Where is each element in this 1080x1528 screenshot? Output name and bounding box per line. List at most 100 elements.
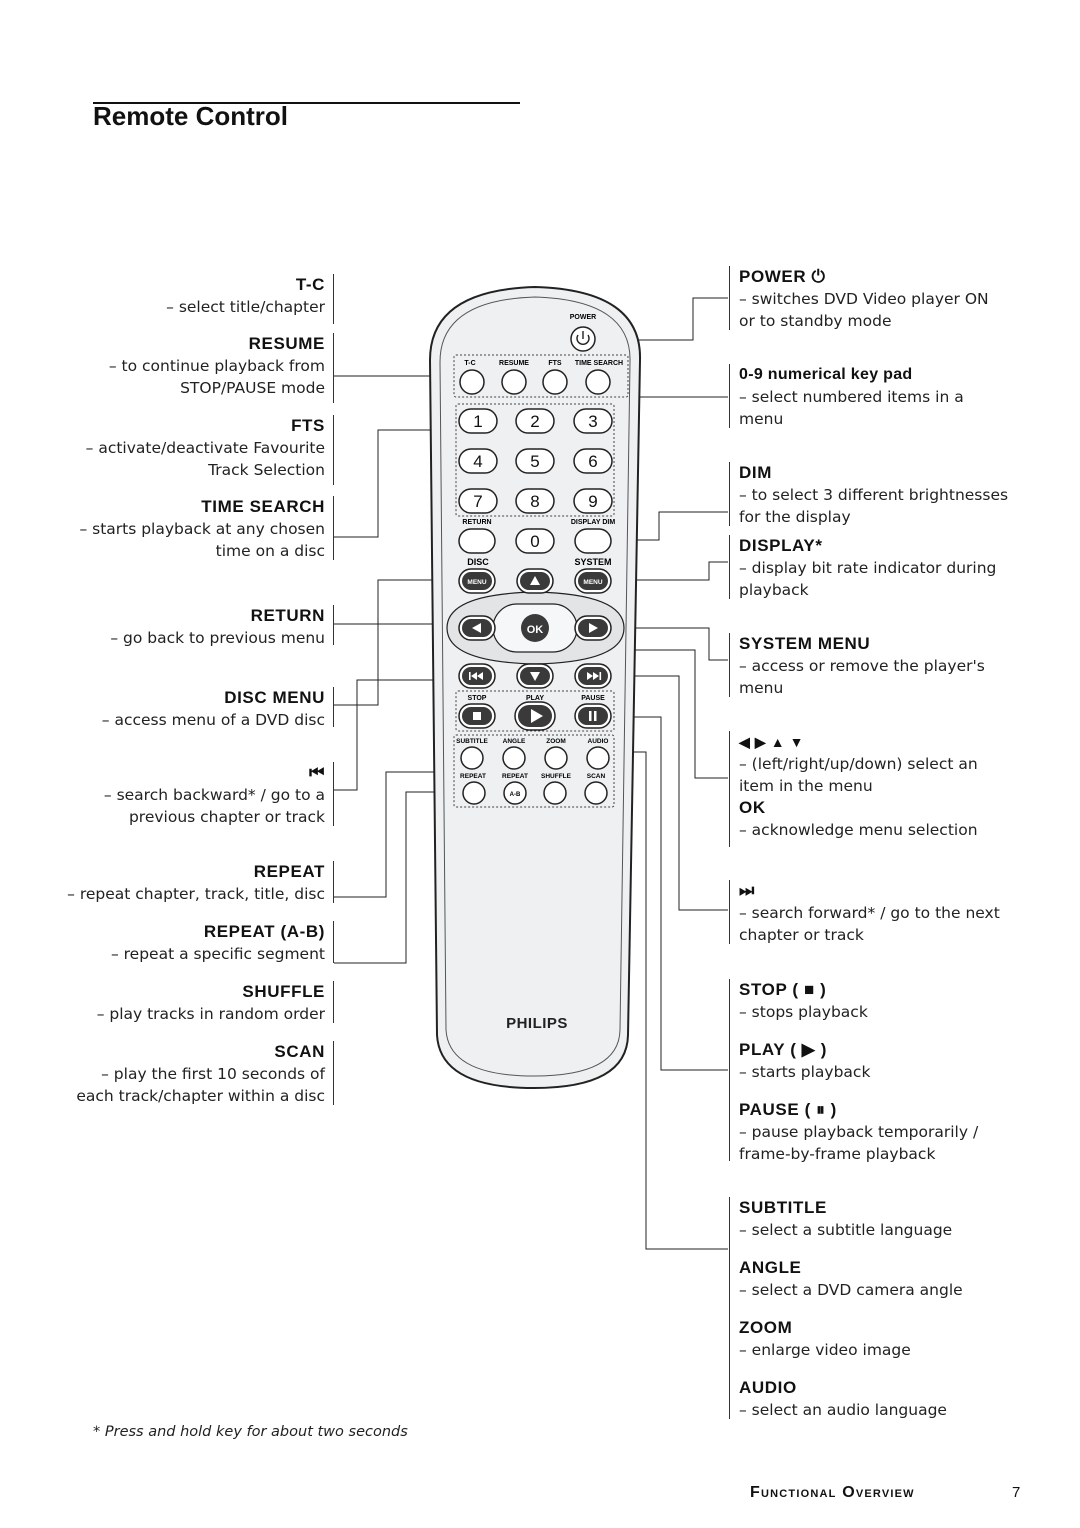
brand-logo: PHILIPS — [506, 1015, 568, 1032]
label-previous: ⏮ – search backward* / go to a previous … — [104, 762, 334, 828]
digit-4-button[interactable] — [458, 448, 498, 474]
resume-button[interactable] — [501, 369, 527, 395]
footer-section-title: Functional Overview — [750, 1484, 915, 1501]
ok-button[interactable] — [521, 614, 549, 642]
label-pause: PAUSE ( ⏸ ) – pause playback temporarily… — [739, 1100, 979, 1163]
label-return: RETURN – go back to previous menu — [110, 605, 334, 649]
digit-6-button[interactable] — [573, 448, 613, 474]
label-angle: ANGLE – select a DVD camera angle — [739, 1258, 963, 1299]
disc-menu-button[interactable] — [462, 572, 492, 590]
system-menu-button[interactable] — [578, 572, 608, 590]
digit-8-button[interactable] — [515, 488, 555, 514]
digit-3-button[interactable] — [573, 408, 613, 434]
disc-label: DISC — [467, 557, 489, 567]
digit-3-label: 3 — [588, 412, 597, 431]
up-icon — [530, 576, 540, 585]
digit-9-button[interactable] — [573, 488, 613, 514]
display-dim-button[interactable] — [574, 528, 612, 554]
ok-key-label: OK — [527, 624, 544, 636]
label-dim: DIM – to select 3 different brightnesses… — [729, 462, 1059, 528]
repeat-key-label: REPEAT — [460, 773, 486, 780]
zoom-button[interactable] — [544, 746, 568, 770]
repeat-ab-button[interactable] — [503, 781, 527, 805]
right-icon — [589, 623, 598, 633]
digit-2-button[interactable] — [515, 408, 555, 434]
label-arrows: ◀ ▶ ▲ ▼ – (left/right/up/down) select an… — [729, 731, 1059, 847]
angle-key-label: ANGLE — [503, 738, 526, 745]
digit-0-label: 0 — [530, 532, 539, 551]
tc-key-label: T-C — [464, 360, 475, 367]
page-number: 7 — [1012, 1484, 1021, 1501]
tc-button[interactable] — [459, 369, 485, 395]
fts-button[interactable] — [542, 369, 568, 395]
arrow-keys-icon: ◀ ▶ ▲ ▼ — [739, 734, 805, 750]
digit-1-label: 1 — [473, 412, 482, 431]
label-display: DISPLAY* – display bit rate indicator du… — [729, 535, 1059, 601]
digit-7-label: 7 — [473, 492, 482, 511]
subtitle-button[interactable] — [460, 746, 484, 770]
digit-4-label: 4 — [473, 452, 482, 471]
prev-next-icons — [469, 672, 602, 680]
label-scan: SCAN – play the first 10 seconds of each… — [76, 1041, 334, 1107]
scan-button[interactable] — [584, 781, 608, 805]
digit-5-label: 5 — [530, 452, 539, 471]
page-title: Remote Control — [93, 101, 288, 131]
label-audio: AUDIO – select an audio language — [739, 1378, 947, 1419]
label-disc-menu: DISC MENU – access menu of a DVD disc — [102, 687, 334, 731]
time-search-key-label: TIME SEARCH — [575, 360, 623, 367]
stop-icon — [473, 712, 481, 720]
pause-key-label: PAUSE — [581, 695, 605, 702]
label-stop: STOP ( ■ ) – stops playback — [729, 979, 1059, 1161]
shuffle-key-label: SHUFFLE — [541, 773, 572, 780]
label-keypad: 0-9 numerical key pad – select numbered … — [729, 364, 1059, 430]
system-label: SYSTEM — [574, 557, 611, 567]
return-button[interactable] — [458, 528, 496, 554]
digit-5-button[interactable] — [515, 448, 555, 474]
repeat-button[interactable] — [462, 781, 486, 805]
system-menu-key-label: MENU — [583, 579, 602, 586]
angle-button[interactable] — [502, 746, 526, 770]
label-ok: OK — [739, 798, 766, 817]
label-time-search: TIME SEARCH – starts playback at any cho… — [79, 496, 334, 562]
next-icon: ⏭ — [739, 881, 755, 900]
label-repeat-ab: REPEAT (A-B) – repeat a specific segment — [111, 921, 334, 965]
digit-9-label: 9 — [588, 492, 597, 511]
play-icon — [531, 709, 543, 723]
time-search-button[interactable] — [585, 369, 611, 395]
audio-key-label: AUDIO — [588, 738, 609, 745]
disc-menu-key-label: MENU — [467, 579, 486, 586]
digit-6-label: 6 — [588, 452, 597, 471]
return-key-label: RETURN — [462, 519, 491, 526]
label-repeat: REPEAT – repeat chapter, track, title, d… — [67, 861, 334, 905]
fts-key-label: FTS — [548, 360, 562, 367]
digit-7-button[interactable] — [458, 488, 498, 514]
resume-key-label: RESUME — [499, 360, 529, 367]
label-play: PLAY ( ▶ ) – starts playback — [739, 1040, 871, 1081]
digit-1-button[interactable] — [458, 408, 498, 434]
title-rule — [93, 102, 520, 104]
label-zoom: ZOOM – enlarge video image — [739, 1318, 911, 1359]
down-icon — [530, 672, 540, 681]
display-dim-key-label: DISPLAY DIM — [571, 519, 616, 526]
play-key-label: PLAY — [526, 695, 544, 702]
audio-button[interactable] — [586, 746, 610, 770]
shuffle-button[interactable] — [543, 781, 567, 805]
left-icon — [472, 623, 481, 633]
label-next: ⏭ – search forward* / go to the next cha… — [729, 880, 1059, 946]
pause-button[interactable] — [578, 707, 608, 725]
pause-icon — [589, 711, 592, 721]
label-system-menu: SYSTEM MENU – access or remove the playe… — [729, 633, 1059, 699]
power-icon — [576, 334, 590, 345]
stop-key-label: STOP — [468, 695, 487, 702]
footnote: * Press and hold key for about two secon… — [93, 1424, 408, 1440]
digit-2-label: 2 — [530, 412, 539, 431]
repeat-ab-key-label: REPEAT — [502, 773, 528, 780]
label-tc: T-C – select title/chapter — [166, 274, 334, 324]
label-shuffle: SHUFFLE – play tracks in random order — [97, 981, 334, 1025]
digit-8-label: 8 — [530, 492, 539, 511]
label-fts: FTS – activate/deactivate Favourite Trac… — [86, 415, 334, 485]
digit-0-button[interactable] — [515, 528, 555, 554]
label-power: POWER ⏻ – switches DVD Video player ON o… — [729, 266, 1059, 332]
label-subtitle: SUBTITLE – select a subtitle language — [729, 1197, 1059, 1419]
